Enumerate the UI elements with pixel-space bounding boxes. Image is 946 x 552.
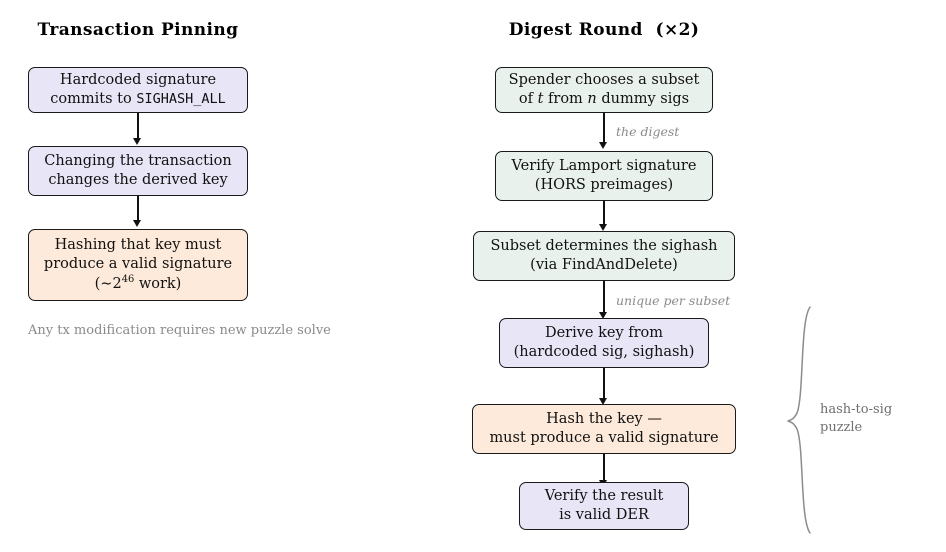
sighash-all-code: SIGHASH_ALL [136, 91, 226, 107]
work-exponent: 46 [121, 273, 135, 285]
node-derive-key[interactable]: Derive key from (hardcoded sig, sighash) [499, 318, 709, 368]
edge-arrowhead [599, 398, 607, 405]
node-line: changes the derived key [48, 172, 228, 188]
node-line: Derive key from [544, 324, 664, 341]
hash-to-sig-brace [780, 305, 820, 535]
node-line: Hashing that key must [54, 237, 222, 254]
edge-label-unique-per-subset: unique per subset [616, 293, 731, 308]
edge-line [603, 454, 605, 481]
variable-t: t [537, 91, 544, 107]
right-column-title-main: Digest Round [508, 20, 643, 40]
edge-arrowhead [599, 312, 607, 319]
node-line: must produce a valid signature [489, 430, 719, 446]
edge-line [137, 113, 139, 139]
node-hash-the-key[interactable]: Hash the key — must produce a valid sign… [472, 404, 736, 454]
brace-label-line: hash-to-sig [820, 402, 893, 417]
node-hashing-key[interactable]: Hashing that key must produce a valid si… [28, 229, 248, 301]
node-line: of t from n dummy sigs [519, 90, 689, 109]
edge-line [603, 281, 605, 313]
work-suffix: work) [134, 275, 182, 292]
edge-arrowhead [133, 220, 141, 227]
brace-label: hash-to-sig puzzle [820, 401, 892, 436]
node-line: commits to SIGHASH_ALL [50, 90, 225, 109]
node-line: Subset determines the sighash [490, 237, 718, 254]
node-line-text: dummy sigs [596, 91, 690, 107]
variable-n: n [587, 91, 597, 107]
brace-label-line: puzzle [820, 419, 863, 435]
node-line: Verify the result [544, 487, 664, 504]
node-line: Verify Lamport signature [511, 157, 697, 174]
edge-arrowhead [599, 142, 607, 149]
edge-line [137, 196, 139, 221]
node-line: Changing the transaction [44, 152, 232, 169]
edge-label-the-digest: the digest [616, 124, 680, 139]
node-line: Hardcoded signature [59, 71, 217, 88]
node-hardcoded-signature[interactable]: Hardcoded signature commits to SIGHASH_A… [28, 67, 248, 113]
edge-line [603, 368, 605, 399]
left-column-caption: Any tx modification requires new puzzle … [28, 322, 331, 340]
node-line: produce a valid signature [43, 256, 233, 273]
node-line-text: from [543, 91, 588, 107]
node-line-text: commits to [50, 91, 137, 107]
node-line: (hardcoded sig, sighash) [513, 344, 695, 360]
work-prefix: (∼2 [94, 275, 122, 292]
node-line-work: (∼246 work) [94, 273, 182, 294]
edge-arrowhead [599, 224, 607, 231]
caption-line: Any tx modification [28, 323, 156, 338]
node-subset-determines-sighash[interactable]: Subset determines the sighash (via FindA… [473, 231, 735, 281]
edge-line [603, 201, 605, 225]
right-column-title: Digest Round (×2) [466, 20, 742, 40]
node-line: is valid DER [559, 507, 649, 523]
node-changing-transaction[interactable]: Changing the transaction changes the der… [28, 146, 248, 196]
caption-line: requires new puzzle solve [159, 323, 331, 338]
edge-line [603, 113, 605, 143]
brace-icon [787, 306, 811, 534]
node-line: (via FindAndDelete) [530, 257, 678, 273]
right-column-title-suffix: (×2) [655, 20, 700, 40]
node-verify-lamport-signature[interactable]: Verify Lamport signature (HORS preimages… [495, 151, 713, 201]
node-spender-chooses-subset[interactable]: Spender chooses a subset of t from n dum… [495, 67, 713, 113]
node-line: Hash the key — [546, 410, 662, 427]
edge-arrowhead [133, 138, 141, 145]
node-line: (HORS preimages) [534, 177, 674, 193]
node-line: Spender chooses a subset [508, 71, 700, 88]
node-line-text: of [518, 91, 538, 107]
left-column-title: Transaction Pinning [37, 20, 239, 40]
node-verify-der[interactable]: Verify the result is valid DER [519, 482, 689, 530]
